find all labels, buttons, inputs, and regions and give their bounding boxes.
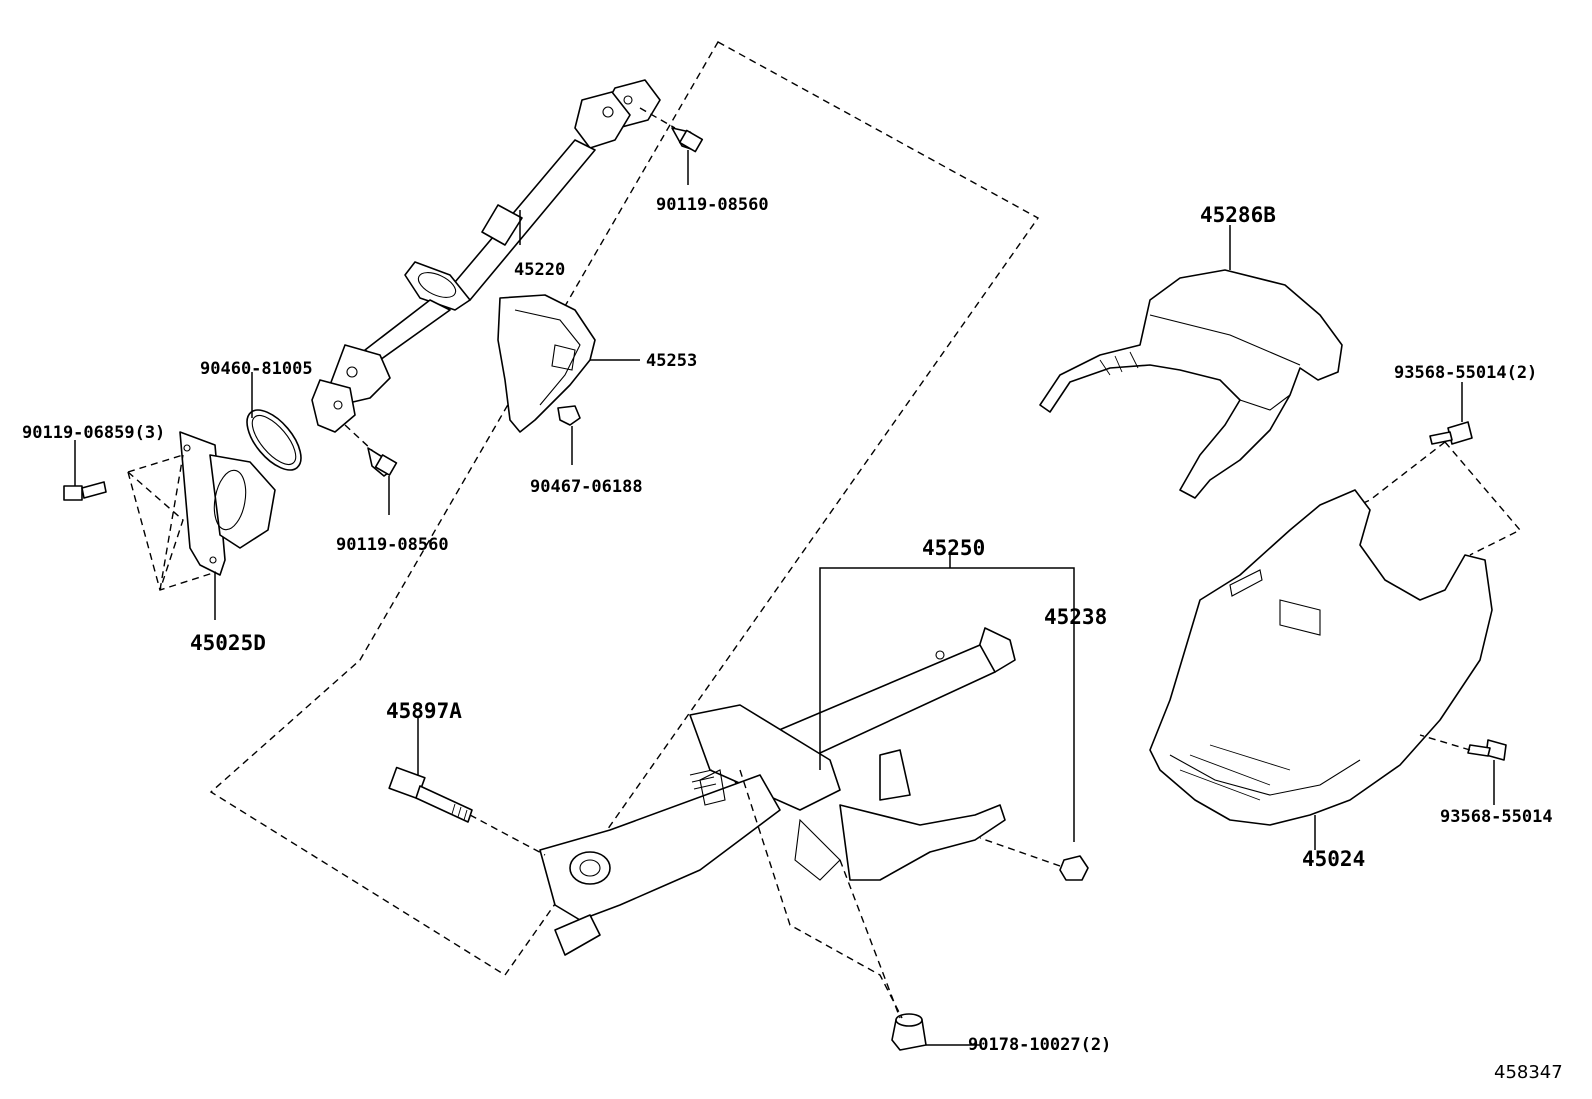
clip-90467-06188 (557, 405, 581, 426)
intermediate-shaft-part (311, 79, 661, 433)
column-hole-cover-part (497, 294, 596, 433)
label-90119-08560-lower: 90119-08560 (336, 535, 449, 555)
upper-column-cover-45286B (1039, 269, 1343, 499)
diagram-id: 458347 (1494, 1062, 1563, 1083)
bolt-90119-06859 (63, 481, 107, 501)
label-45253: 45253 (646, 351, 697, 371)
bolt-90119-08560-lower (367, 447, 398, 477)
seal-plate-45025D (179, 431, 276, 576)
label-90119-06859: 90119-06859(3) (22, 423, 165, 443)
nut-90178-10027 (891, 1013, 927, 1051)
label-45250: 45250 (922, 536, 985, 560)
screw-93568-55014-lower (1467, 739, 1507, 761)
label-45220: 45220 (514, 260, 565, 280)
label-90178-10027: 90178-10027(2) (968, 1035, 1111, 1055)
label-45025D: 45025D (190, 631, 266, 655)
assembly-dashed-outline (209, 41, 1040, 976)
bolt-45897A (388, 766, 473, 823)
label-45897A: 45897A (386, 699, 462, 723)
nut-45238 (1059, 855, 1089, 881)
label-45238: 45238 (1044, 605, 1107, 629)
screw-93568-55014-upper (1429, 421, 1473, 445)
label-93568-55014: 93568-55014 (1440, 807, 1553, 827)
label-90119-08560-upper: 90119-08560 (656, 195, 769, 215)
label-93568-55014-2: 93568-55014(2) (1394, 363, 1537, 383)
label-45286B: 45286B (1200, 203, 1276, 227)
steering-column-45250 (539, 627, 1016, 956)
bolt-90119-08560-upper (671, 127, 704, 153)
label-90460-81005: 90460-81005 (200, 359, 313, 379)
ring-90460-81005 (246, 409, 302, 471)
lower-column-cover-45024 (1149, 489, 1493, 826)
label-90467-06188: 90467-06188 (530, 477, 643, 497)
label-45024: 45024 (1302, 847, 1365, 871)
